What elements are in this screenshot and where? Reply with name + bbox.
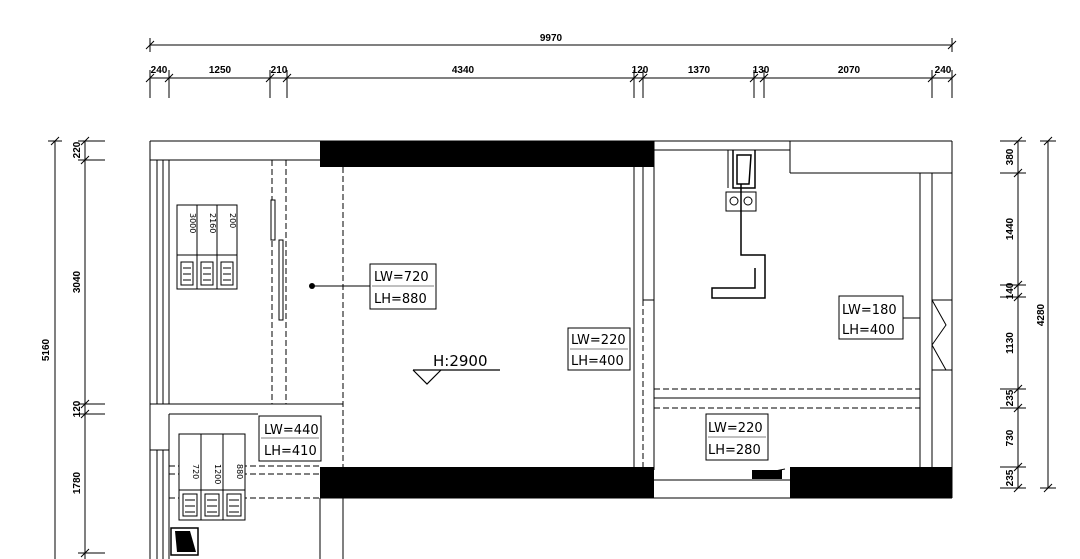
left-dim-2: 3040 <box>72 270 83 293</box>
opening-label-5: LW=220 LH=280 <box>705 413 769 461</box>
ceiling-height-label: H:2900 <box>433 352 488 370</box>
left-dim-3: 120 <box>72 400 83 417</box>
opening-5-width: LW=220 <box>708 421 763 436</box>
right-dim-3: 140 <box>1005 282 1016 299</box>
top-dim-8: 2070 <box>838 65 861 76</box>
top-dim-4: 4340 <box>452 65 475 76</box>
cabinet-bottom-value-3: 880 <box>235 464 244 479</box>
cabinet-top-value-1: 3000 <box>188 213 197 233</box>
top-dim-slashes <box>145 73 957 83</box>
top-dim-5: 120 <box>632 65 649 76</box>
right-dim-4: 1130 <box>1005 332 1016 354</box>
opening-label-1: LW=720 LH=880 <box>309 263 437 310</box>
right-dim-7: 235 <box>1005 469 1016 486</box>
ceiling-height-marker: H:2900 <box>412 352 500 385</box>
cabinet-top-value-3: 200 <box>228 213 237 228</box>
right-total-dim: 4280 <box>1036 303 1047 326</box>
top-dim-1: 240 <box>151 65 168 76</box>
top-dim-ticks <box>149 70 953 98</box>
stove-icon <box>725 191 757 212</box>
cabinet-top-hatch <box>180 261 234 286</box>
opening-3-height: LH=400 <box>842 323 895 338</box>
top-dim-7: 130 <box>753 65 770 76</box>
right-dimension-chain <box>1000 136 1056 493</box>
right-dim-2: 1440 <box>1005 217 1016 240</box>
left-dim-1: 220 <box>72 141 83 158</box>
floor-drain <box>752 470 782 479</box>
right-window <box>931 299 952 371</box>
top-dim-9: 240 <box>935 65 952 76</box>
shower-drain-icon <box>175 531 196 552</box>
top-dim-3: 210 <box>271 65 288 76</box>
opening-3-width: LW=180 <box>842 303 897 318</box>
opening-label-4: LW=440 LH=410 <box>258 415 322 462</box>
cabinet-top-block <box>176 204 238 290</box>
opening-2-width: LW=220 <box>571 333 626 348</box>
opening-5-height: LH=280 <box>708 443 761 458</box>
cabinet-bottom-value-2: 1200 <box>213 464 222 484</box>
top-dimension-chain <box>145 38 957 98</box>
walls <box>149 140 953 559</box>
opening-label-2: LW=220 LH=400 <box>567 327 631 371</box>
opening-1-height: LH=880 <box>374 292 427 307</box>
bottom-wall-solid-left <box>320 467 654 498</box>
left-dim-4: 1780 <box>72 471 83 494</box>
right-dim-1: 380 <box>1005 148 1016 165</box>
top-total-dim: 9970 <box>540 33 563 44</box>
opening-label-3: LW=180 LH=400 <box>838 295 920 340</box>
cabinet-bottom-value-1: 720 <box>191 464 200 479</box>
top-wall-solid <box>320 141 654 167</box>
left-total-dim: 5160 <box>41 338 52 361</box>
top-dim-2: 1250 <box>209 65 232 76</box>
right-dim-6: 730 <box>1005 429 1016 446</box>
opening-4-width: LW=440 <box>264 423 319 438</box>
opening-2-height: LH=400 <box>571 354 624 369</box>
bottom-wall-solid-right <box>790 467 952 498</box>
cabinet-bottom-hatch <box>182 493 242 517</box>
right-dim-5: 235 <box>1005 389 1016 406</box>
left-dimension-chain <box>48 136 105 559</box>
opening-4-height: LH=410 <box>264 444 317 459</box>
opening-1-width: LW=720 <box>374 270 429 285</box>
top-dim-6: 1370 <box>688 65 711 76</box>
kitchen-counter <box>711 150 766 299</box>
cabinet-top-value-2: 2160 <box>208 213 217 233</box>
sliding-door <box>270 199 284 321</box>
